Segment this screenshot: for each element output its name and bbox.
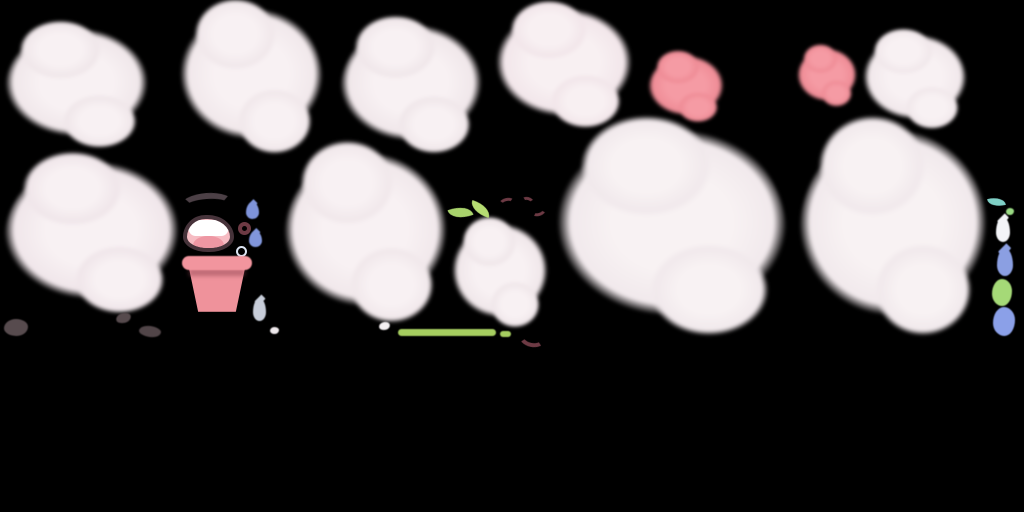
- leaf-2: [468, 200, 493, 218]
- dark-pebble: [4, 319, 28, 336]
- cloud-blob-2: [180, 0, 323, 160]
- cloud-blob-9: [557, 114, 787, 345]
- pot-rim: [182, 256, 252, 270]
- cloud-blob-1: [5, 19, 148, 154]
- white-speck-1: [270, 327, 279, 334]
- pink-blob-1: [648, 50, 724, 125]
- pot-shade: [189, 269, 245, 277]
- cloud-blob-3: [340, 15, 482, 159]
- maroon-squiggle-3: [529, 203, 548, 219]
- maroon-hook: [517, 324, 548, 350]
- water-drop-2: [249, 231, 262, 247]
- cloud-blob-6: [4, 150, 179, 320]
- maroon-ring: [238, 222, 251, 235]
- white-drop: [996, 217, 1010, 242]
- leaf-1: [447, 202, 474, 223]
- cloud-blob-8: [452, 215, 548, 333]
- brow-stroke: [180, 191, 234, 217]
- green-stem-line: [398, 329, 496, 336]
- mouth-teeth: [188, 219, 229, 236]
- green-dash: [500, 331, 511, 337]
- cloud-blob-4: [496, 0, 632, 134]
- open-mouth: [183, 215, 234, 252]
- green-speck: [1006, 208, 1014, 215]
- teal-leaf: [987, 195, 1006, 209]
- green-mini-blob: [992, 279, 1012, 306]
- dark-speck-2: [138, 324, 162, 339]
- maroon-squiggle-2: [520, 195, 535, 208]
- mouth-tongue: [193, 235, 224, 248]
- flower-pot: [182, 256, 252, 312]
- gray-drop: [253, 298, 266, 321]
- cloud-blob-5: [863, 27, 967, 133]
- blue-drop: [997, 248, 1013, 276]
- cloud-blob-10: [799, 114, 987, 345]
- water-drop-1: [246, 202, 259, 219]
- cloud-blob-7: [284, 140, 447, 331]
- pink-blob-2: [797, 43, 857, 110]
- maroon-squiggle-1: [498, 196, 516, 210]
- blue-mini-blob: [993, 307, 1015, 336]
